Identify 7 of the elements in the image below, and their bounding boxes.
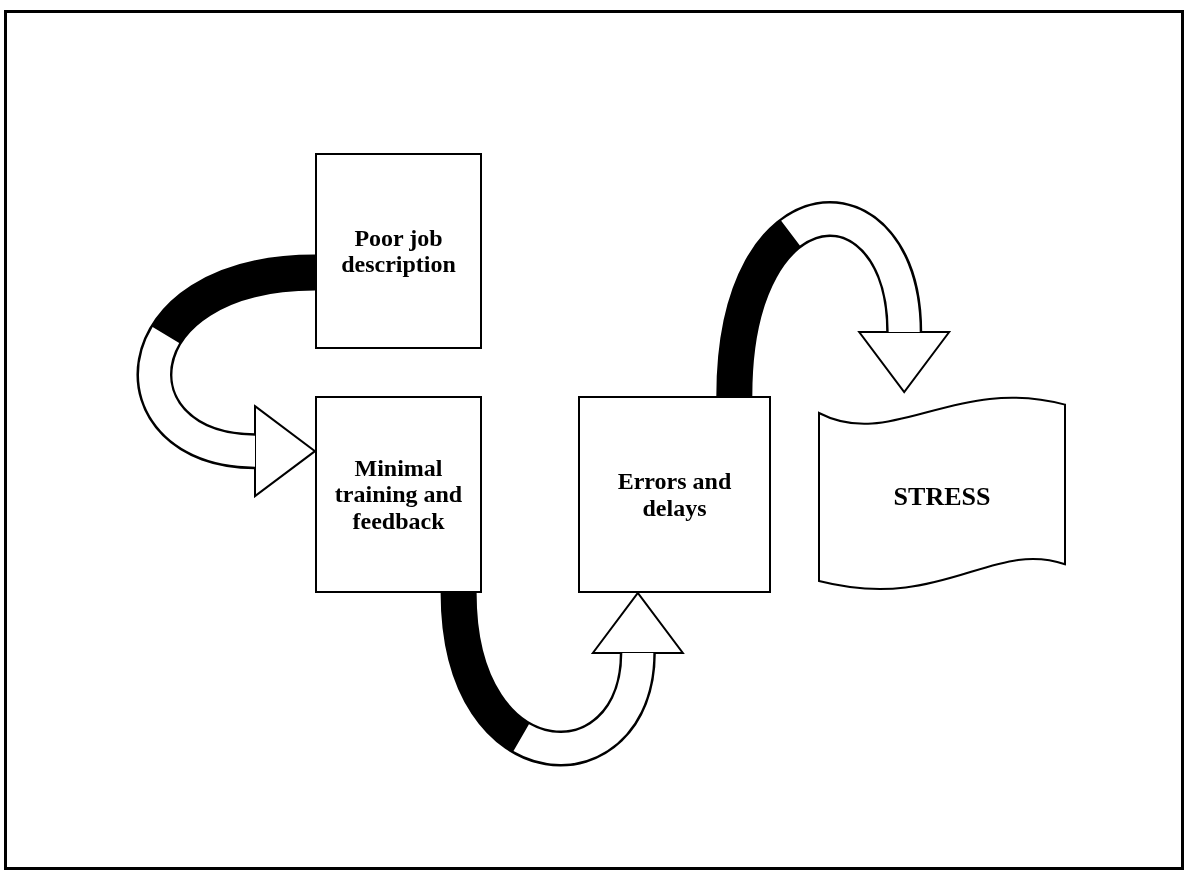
node-label: Errors and delays bbox=[616, 468, 733, 521]
node-label: Minimal training and feedback bbox=[333, 454, 464, 535]
process-box bbox=[315, 396, 482, 593]
node-label: STRESS bbox=[892, 482, 992, 512]
process-box bbox=[578, 396, 771, 593]
process-box bbox=[315, 153, 482, 349]
node-label: Poor job description bbox=[340, 224, 457, 278]
